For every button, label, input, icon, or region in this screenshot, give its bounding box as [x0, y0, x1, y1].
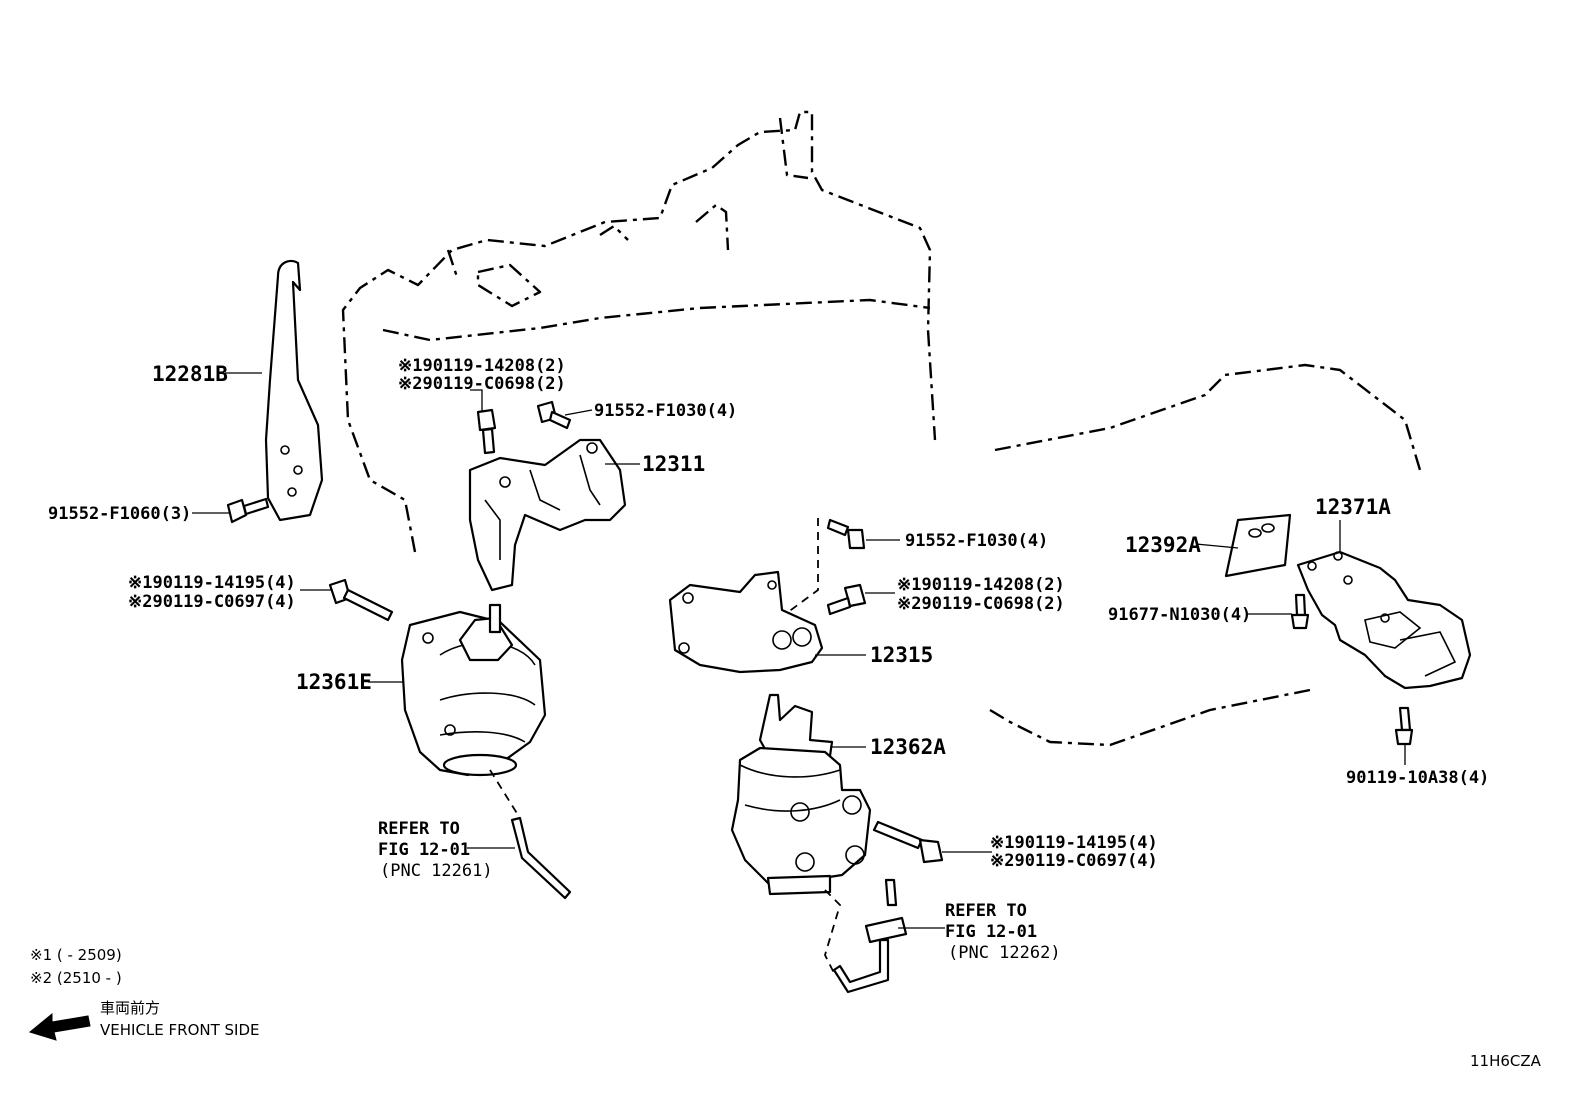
- svg-text:FIG 12-01: FIG 12-01: [378, 840, 470, 860]
- leader-lines: [192, 372, 1406, 929]
- hose-left: [510, 816, 572, 900]
- svg-text:REFER TO: REFER TO: [378, 819, 460, 839]
- engine-outline: [341, 110, 1422, 747]
- svg-text:FIG 12-01: FIG 12-01: [945, 922, 1037, 942]
- label-190119-14195-left: ※190119-14195(4): [128, 573, 296, 593]
- svg-text:REFER TO: REFER TO: [945, 901, 1027, 921]
- bracket-12281b: [264, 259, 324, 522]
- label-190119-14195-right: ※190119-14195(4): [990, 833, 1158, 853]
- front-label-en: VEHICLE FRONT SIDE: [100, 1021, 260, 1039]
- label-290119-c0698-top: ※290119-C0698(2): [398, 374, 566, 394]
- plate-12392a: [1224, 513, 1292, 578]
- left-arrow-icon: [28, 1012, 91, 1041]
- label-12392a: 12392A: [1125, 533, 1201, 557]
- legend-note-2: ※2 (2510 - ): [30, 969, 122, 987]
- reference-note-right: REFER TO FIG 12-01 (PNC 12262): [945, 901, 1061, 963]
- label-12362a: 12362A: [870, 735, 946, 759]
- label-290119-c0697-right: ※290119-C0697(4): [990, 851, 1158, 871]
- bolt-91552-f1030-top: [536, 400, 572, 430]
- front-label-jp: 車両前方: [100, 999, 160, 1017]
- label-190119-14208-top: ※190119-14208(2): [398, 356, 566, 376]
- label-12311: 12311: [642, 452, 705, 476]
- bolt-91552-f1060: [226, 497, 270, 524]
- svg-text:(PNC 12262): (PNC 12262): [948, 943, 1061, 963]
- bolt-91552-f1030-mid: [826, 518, 866, 550]
- label-290119-c0697-left: ※290119-C0697(4): [128, 592, 296, 612]
- engine-mount-12361e: [400, 603, 547, 777]
- label-12371a: 12371A: [1315, 495, 1391, 519]
- label-91552-f1060: 91552-F1060(3): [48, 504, 191, 524]
- legend-note-1: ※1 ( - 2509): [30, 946, 122, 964]
- reference-note-left: REFER TO FIG 12-01 (PNC 12261): [378, 819, 493, 881]
- bolt-90119-10a38: [1394, 706, 1414, 746]
- bolt-190119-14195-left: [328, 578, 394, 622]
- label-90119-10a38: 90119-10A38(4): [1346, 768, 1489, 788]
- label-190119-14208-mid: ※190119-14208(2): [897, 575, 1065, 595]
- hose-dashed-right: [824, 889, 842, 976]
- bolt-190119-14208-top: [476, 408, 497, 455]
- bolt-91677-n1030: [1290, 593, 1310, 630]
- label-91552-f1030-top: 91552-F1030(4): [594, 401, 737, 421]
- bracket-12311: [468, 438, 627, 592]
- hose-right: [832, 878, 908, 994]
- label-91677-n1030: 91677-N1030(4): [1108, 605, 1251, 625]
- label-290119-c0698-mid: ※290119-C0698(2): [897, 594, 1065, 614]
- legend: ※1 ( - 2509) ※2 (2510 - ) 車両前方 VEHICLE F…: [28, 946, 260, 1041]
- label-12315: 12315: [870, 643, 933, 667]
- label-91552-f1030-mid: 91552-F1030(4): [905, 531, 1048, 551]
- hose-dashed-left: [489, 769, 519, 816]
- bolt-190119-14195-right: [872, 820, 944, 864]
- bracket-12315: [668, 570, 824, 674]
- mount-12371a: [1296, 550, 1472, 690]
- label-12361e: 12361E: [296, 670, 372, 694]
- diagram-code: 11H6CZA: [1470, 1052, 1542, 1070]
- label-12281b: 12281B: [152, 362, 228, 386]
- engine-mount-12362a: [730, 693, 872, 896]
- bolt-190119-14208-mid: [826, 583, 867, 616]
- svg-text:(PNC 12261): (PNC 12261): [380, 861, 493, 881]
